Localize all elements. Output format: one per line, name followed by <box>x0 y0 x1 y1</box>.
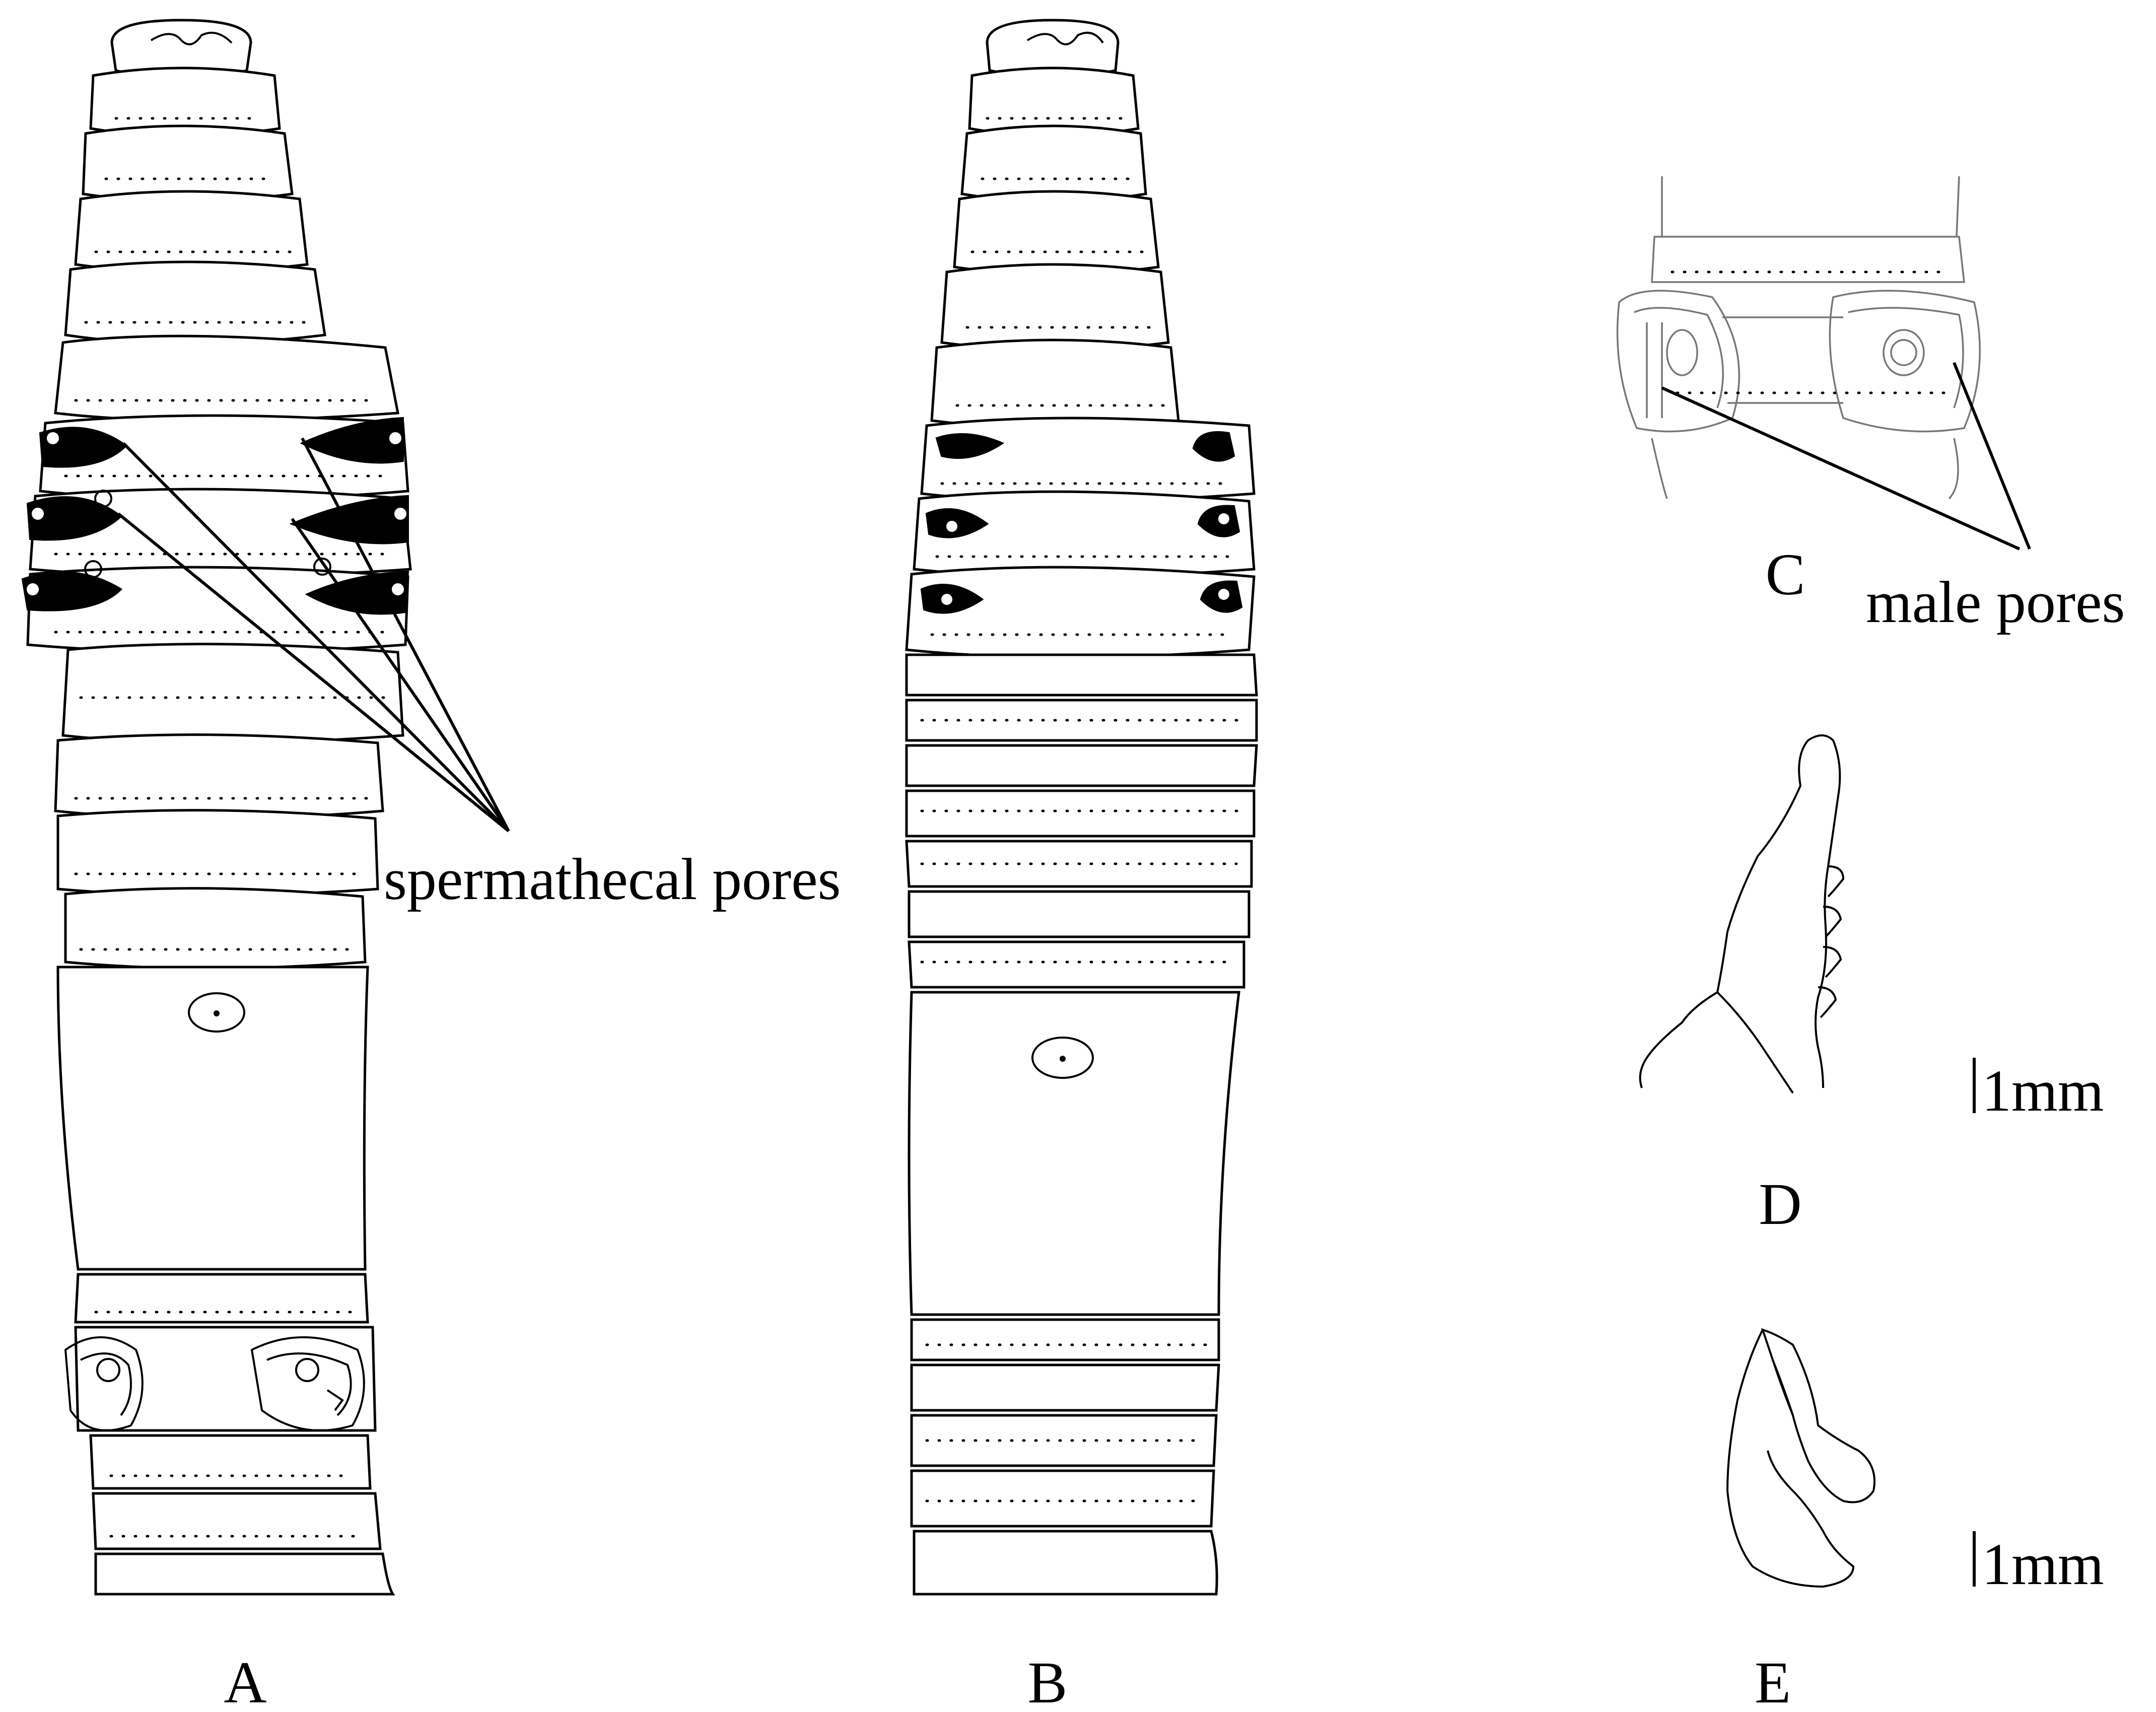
male-pores-label: male pores <box>1866 569 2125 635</box>
scale-bar-d-label: 1mm <box>1982 1058 2104 1124</box>
panel-b-label: B <box>1028 1650 1068 1712</box>
panel-d-drawing <box>1639 734 1845 1094</box>
panel-b-drawing <box>905 19 1258 1596</box>
panel-e-drawing <box>1726 1328 1875 1588</box>
panel-a-drawing <box>21 19 510 1596</box>
scale-bar-e-label: 1mm <box>1982 1531 2104 1597</box>
spermathecal-pores-label: spermathecal pores <box>384 846 841 912</box>
panel-d-label: D <box>1759 1171 1801 1237</box>
panel-a-label: A <box>224 1650 266 1712</box>
panel-c-label: C <box>1766 541 1805 607</box>
panel-c-drawing <box>1616 176 2031 551</box>
panel-e-label: E <box>1755 1650 1791 1712</box>
